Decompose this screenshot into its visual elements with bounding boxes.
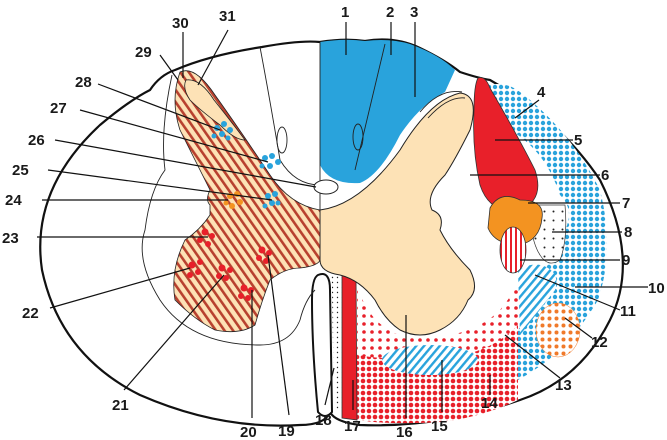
label-28: 28 <box>75 74 92 91</box>
gray-matter-left <box>173 70 321 333</box>
label-2: 2 <box>386 4 394 21</box>
left-white-matter-line <box>141 74 316 346</box>
label-16: 16 <box>396 424 413 440</box>
dorsal-horn-layer <box>419 90 466 119</box>
label-1: 1 <box>341 4 349 21</box>
label-4: 4 <box>537 84 546 101</box>
ventral-fissure <box>310 273 334 417</box>
orange-dotted-tract <box>535 302 581 358</box>
label-14: 14 <box>481 395 498 412</box>
label-7: 7 <box>622 195 630 212</box>
label-12: 12 <box>591 334 608 351</box>
label-30: 30 <box>172 15 189 32</box>
label-8: 8 <box>624 224 632 241</box>
label-17: 17 <box>344 418 361 435</box>
dorsal-column-blue <box>320 39 455 184</box>
label-15: 15 <box>431 418 448 435</box>
blue-nucleus-24 <box>262 191 281 209</box>
label-25: 25 <box>12 162 29 179</box>
blue-hatched-oval <box>382 345 478 375</box>
red-nucleus-22 <box>187 259 203 278</box>
label-22: 22 <box>22 305 39 322</box>
label-24: 24 <box>5 192 22 209</box>
lateral-column-blue-dotted <box>483 84 608 380</box>
label-31: 31 <box>219 8 236 25</box>
red-nucleus-23 <box>197 228 215 247</box>
label-11: 11 <box>620 303 636 320</box>
label-20: 20 <box>240 424 257 440</box>
septum-oval-right <box>352 123 364 151</box>
label-9: 9 <box>622 252 630 269</box>
fine-dotted-tract <box>330 265 342 411</box>
label-27: 27 <box>50 100 67 117</box>
red-nucleus-19 <box>256 246 272 264</box>
label-19: 19 <box>278 423 295 440</box>
label-18: 18 <box>315 412 332 429</box>
label-13: 13 <box>555 377 572 394</box>
label-10: 10 <box>648 280 665 297</box>
label-21: 21 <box>112 397 129 414</box>
label-29: 29 <box>135 44 152 61</box>
left-dorsal-column-line <box>259 46 321 186</box>
blue-hatched-tract <box>518 264 557 335</box>
leader-lines <box>37 22 648 418</box>
septum-oval-left <box>276 126 288 154</box>
gray-matter-right <box>319 92 475 336</box>
red-striped-tract <box>499 226 527 274</box>
label-6: 6 <box>601 167 609 184</box>
blue-nucleus-27 <box>259 153 281 169</box>
label-23: 23 <box>2 230 19 247</box>
label-5: 5 <box>574 132 582 149</box>
red-nucleus-21 <box>216 264 233 281</box>
red-ventral-column <box>341 262 358 421</box>
left-dorsal-horn-tip <box>184 79 246 141</box>
label-3: 3 <box>410 4 418 21</box>
label-26: 26 <box>28 132 45 149</box>
red-nucleus-20 <box>238 284 254 301</box>
central-canal <box>313 179 339 195</box>
